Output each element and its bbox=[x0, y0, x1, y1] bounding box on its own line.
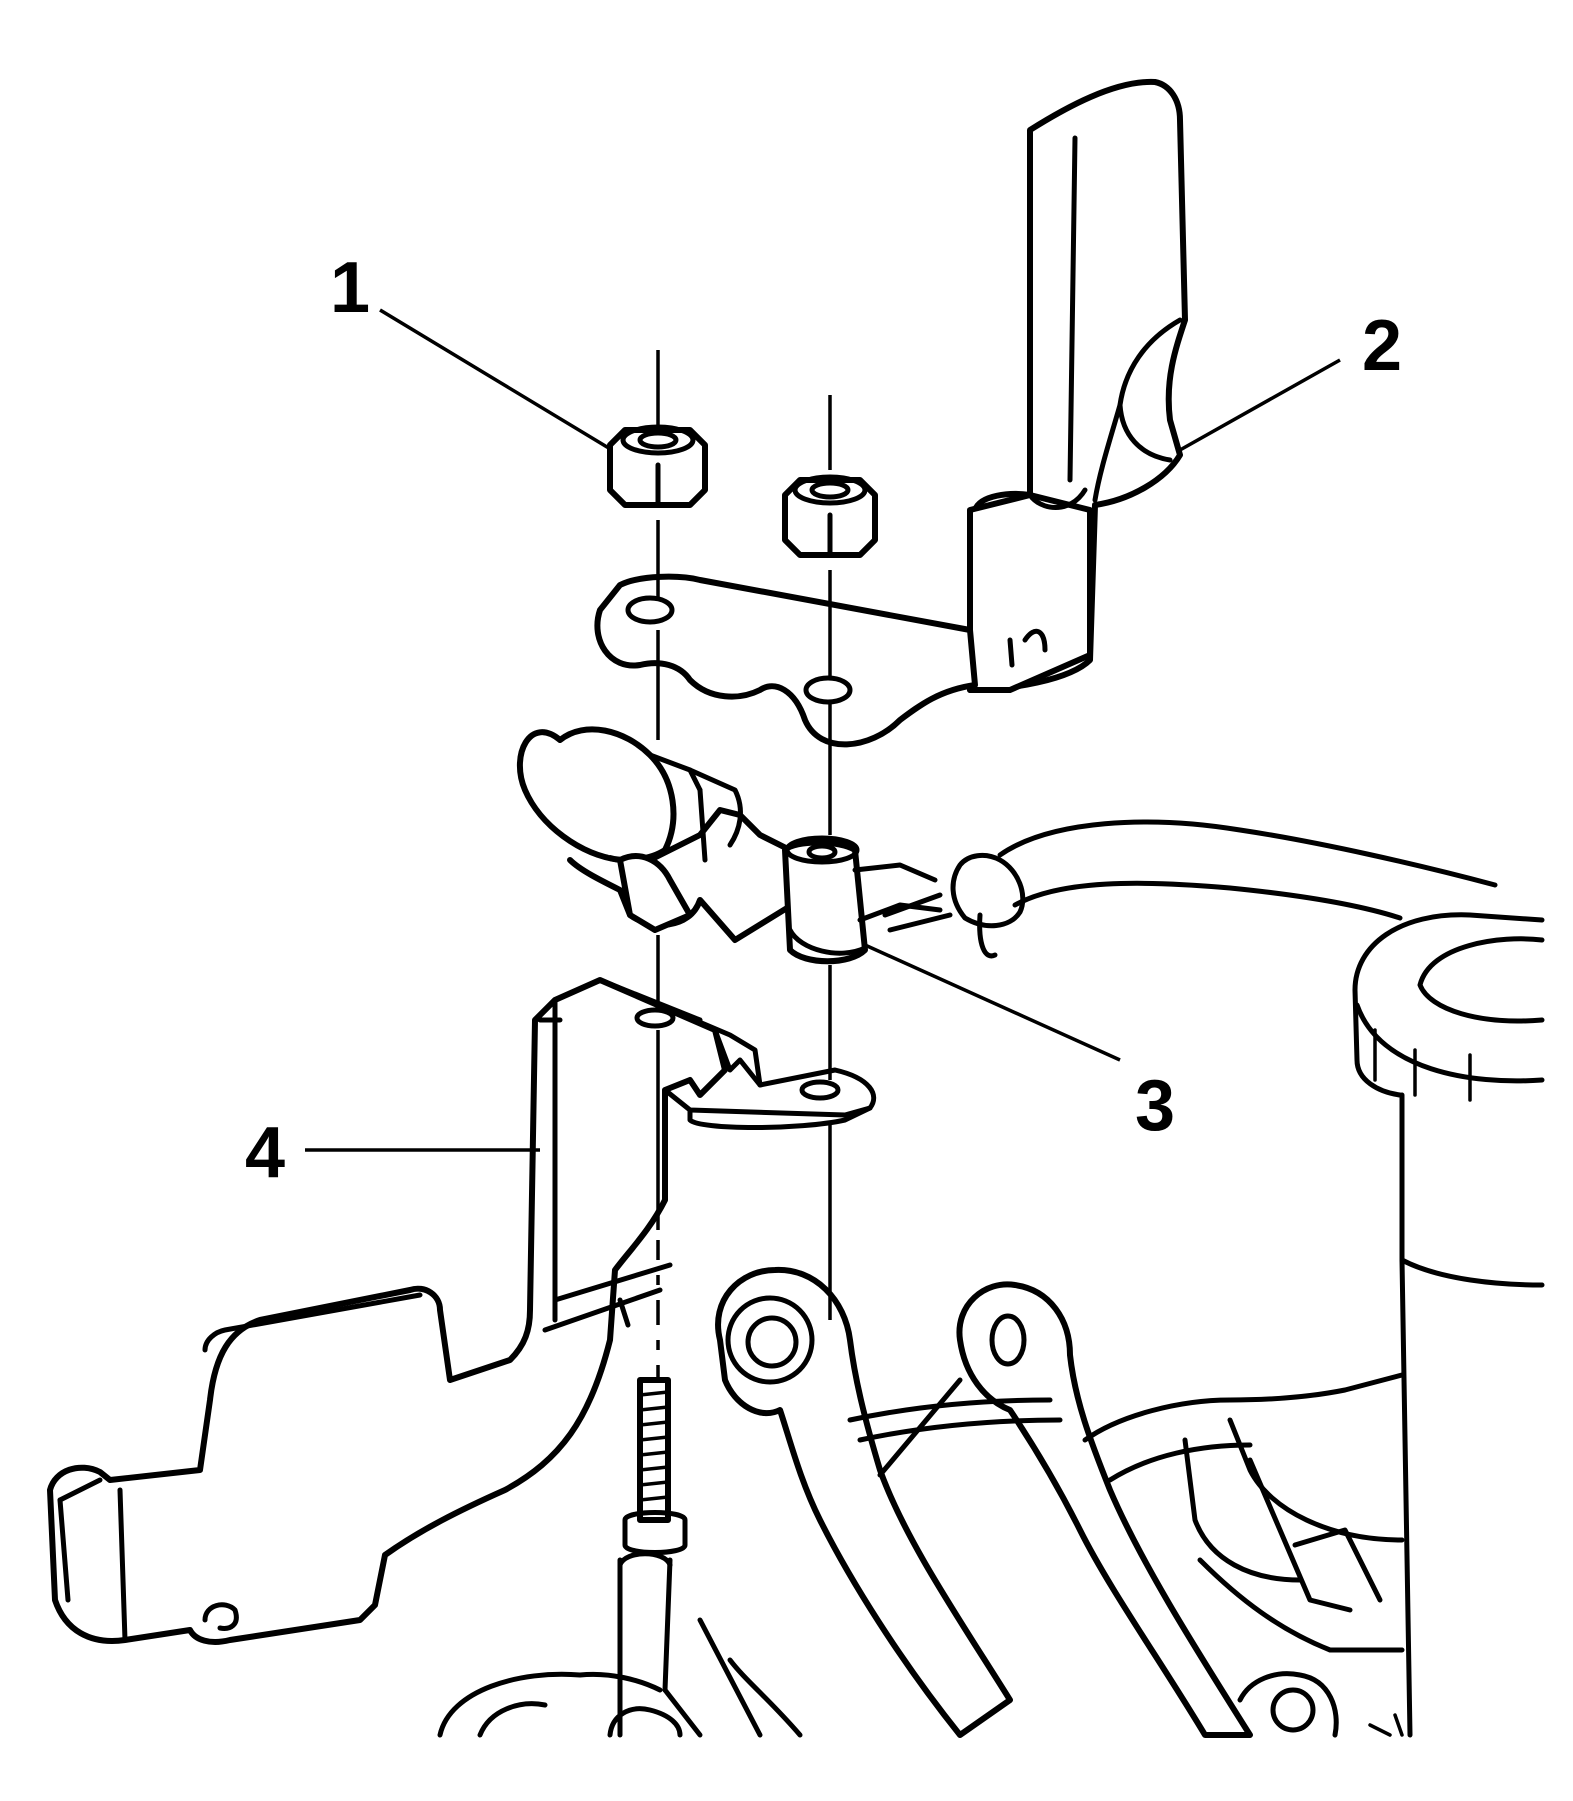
nut-left bbox=[607, 424, 708, 508]
sensor bbox=[516, 726, 943, 965]
callout-1: 1 bbox=[330, 248, 370, 328]
upper-bracket bbox=[594, 78, 1188, 748]
hose bbox=[882, 819, 1498, 959]
leader-line-2 bbox=[1179, 358, 1341, 452]
leader-line-1 bbox=[379, 308, 613, 452]
mounting-bracket bbox=[47, 977, 877, 1645]
callout-3: 3 bbox=[1135, 1066, 1175, 1146]
housing-cylinder bbox=[1352, 912, 1545, 1738]
leader-line-3 bbox=[864, 943, 1121, 1062]
alignment-axes bbox=[656, 350, 832, 1380]
callout-2: 2 bbox=[1362, 306, 1402, 386]
callout-4: 4 bbox=[245, 1113, 285, 1193]
leader-lines bbox=[305, 308, 1341, 1152]
knuckle-assembly bbox=[437, 1266, 1405, 1738]
stud bbox=[622, 1377, 688, 1555]
nut-right bbox=[782, 474, 878, 558]
